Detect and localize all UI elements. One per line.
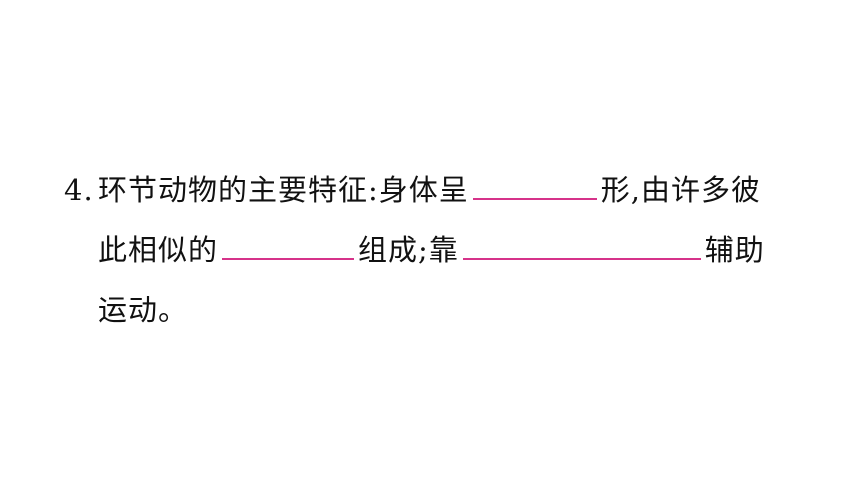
question-text-line2-prefix: 此相似的 — [98, 233, 219, 267]
question-text-line2-suffix: 辅助 — [704, 233, 765, 267]
question-text-line2-mid: 组成;靠 — [358, 233, 459, 267]
question-text-line1-suffix: 形,由许多彼 — [600, 173, 761, 207]
answer-blank-1[interactable] — [472, 168, 597, 200]
question-number: 4. — [64, 173, 94, 207]
answer-blank-2[interactable] — [222, 228, 355, 260]
question-line-1: 4.环节动物的主要特征:身体呈 形,由许多彼 — [64, 166, 824, 226]
question-line-3: 运动。 — [64, 286, 824, 346]
question-text-line1-prefix: 环节动物的主要特征:身体呈 — [98, 173, 469, 207]
question-line-2: 此相似的 组成;靠 辅助 — [64, 226, 824, 286]
question-4: 4.环节动物的主要特征:身体呈 形,由许多彼 此相似的 组成;靠 辅助 运动。 — [64, 166, 824, 346]
answer-blank-3[interactable] — [462, 228, 701, 260]
question-text-line3: 运动。 — [98, 293, 189, 327]
